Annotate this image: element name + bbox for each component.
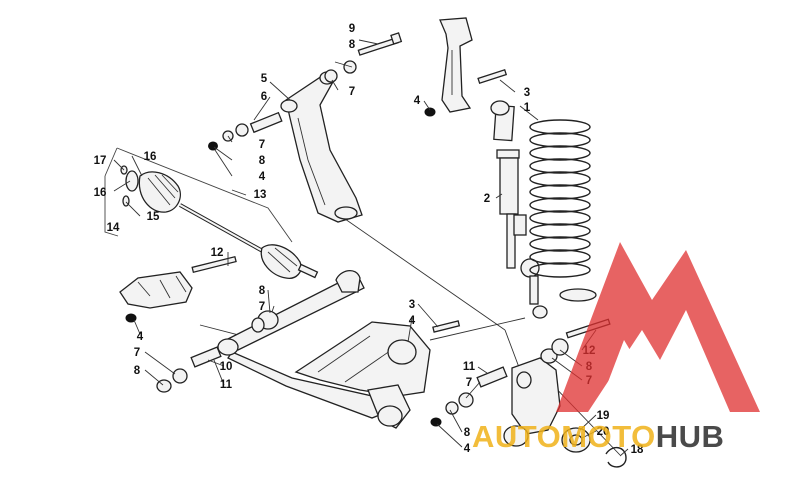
frame-mount-bracket xyxy=(119,255,237,323)
assembly-guide-lines xyxy=(199,211,621,456)
callout-3-mid: 3 xyxy=(409,299,415,311)
coil-spring xyxy=(529,119,591,278)
watermark-triangle-icon xyxy=(556,242,760,412)
watermark-logo xyxy=(556,242,760,412)
callout-8-top: 8 xyxy=(349,39,356,51)
axle-assembly-frame xyxy=(104,147,293,243)
shock-absorber xyxy=(490,100,548,319)
callout-9-top: 9 xyxy=(349,23,355,35)
callout-11-lower-left: 11 xyxy=(220,379,233,391)
callout-5: 5 xyxy=(261,73,268,85)
callout-6: 6 xyxy=(261,91,267,103)
callout-8-lower-right: 8 xyxy=(464,427,471,439)
shock-upper-mount xyxy=(424,17,508,117)
lower-control-arm xyxy=(217,270,431,429)
callout-8-mid: 8 xyxy=(259,285,266,297)
callout-14: 14 xyxy=(107,222,120,234)
callout-18: 18 xyxy=(631,444,644,456)
callout-7-lower-left: 7 xyxy=(134,347,140,359)
callout-12-left: 12 xyxy=(211,247,224,259)
svg-text:AUTOMOTOHUB: AUTOMOTOHUB xyxy=(472,419,724,454)
callout-7-right: 7 xyxy=(466,377,472,389)
upper-arm-bushings xyxy=(208,32,403,151)
callout-3-shock: 3 xyxy=(524,87,530,99)
watermark-auto-text: AUTO xyxy=(472,419,561,454)
callout-4-mid: 4 xyxy=(409,315,416,327)
callout-8-lower-left: 8 xyxy=(134,365,141,377)
watermark-hub-text: HUB xyxy=(656,419,725,454)
callout-7-mid: 7 xyxy=(259,301,265,313)
callout-2: 2 xyxy=(484,193,490,205)
callout-16-left: 16 xyxy=(94,187,107,199)
callout-11-right: 11 xyxy=(463,361,476,373)
callout-4-lower-right: 4 xyxy=(464,443,471,455)
callout-4-shock-mount: 4 xyxy=(414,95,421,107)
callout-20: 20 xyxy=(597,426,610,438)
drive-axle-shaft xyxy=(120,165,319,279)
wheel-bearing xyxy=(561,427,627,468)
callout-10: 10 xyxy=(220,361,233,373)
callout-15: 15 xyxy=(147,211,160,223)
spring-seat xyxy=(559,288,597,302)
callout-1: 1 xyxy=(524,102,531,114)
watermark-inner-triangle-icon xyxy=(605,340,654,390)
watermark-moto-text: MOTO xyxy=(561,419,655,454)
callout-4-upper-left: 4 xyxy=(259,171,266,183)
watermark-brand-text: AUTOMOTOHUB xyxy=(472,419,724,454)
callout-13: 13 xyxy=(254,189,267,201)
lower-arm-bushings xyxy=(156,310,508,427)
callout-4-bracket: 4 xyxy=(137,331,144,343)
upper-control-arm xyxy=(280,71,363,223)
callout-19: 19 xyxy=(597,410,610,422)
callout-16-top: 16 xyxy=(144,151,157,163)
callout-8-upper-left: 8 xyxy=(259,155,266,167)
callout-7-upper-left: 7 xyxy=(259,139,265,151)
callout-7-upper-right: 7 xyxy=(349,86,355,98)
callout-17: 17 xyxy=(94,155,107,167)
